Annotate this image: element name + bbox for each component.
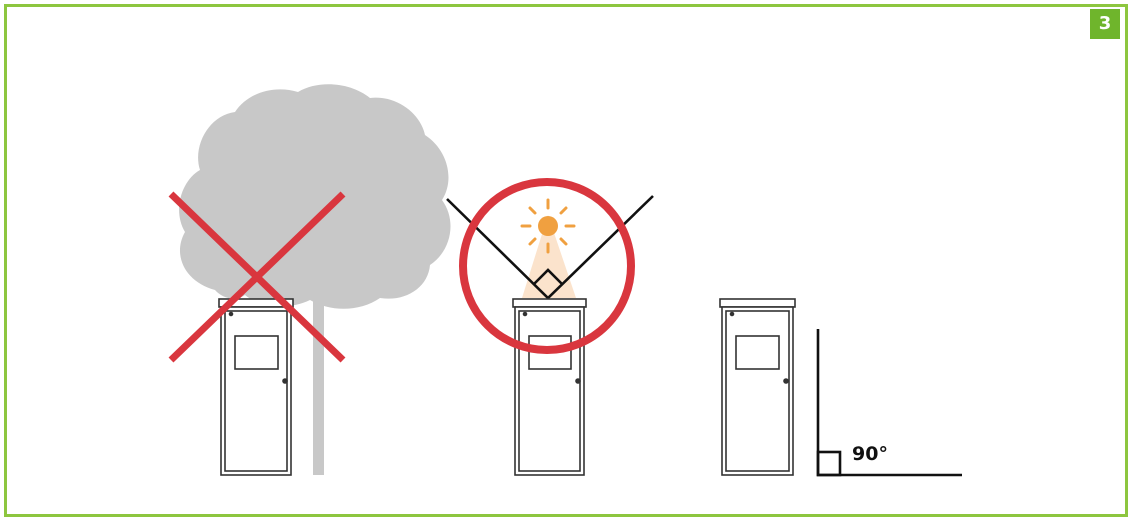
open-sky-angle-lines <box>446 195 654 300</box>
right-angle-icon <box>816 329 962 477</box>
battery-cabinet-icon <box>218 298 294 476</box>
angle-label: 90° <box>852 443 888 465</box>
step-number-badge: 3 <box>1090 9 1120 39</box>
sun-glow <box>522 215 576 298</box>
red-circle-icon <box>459 178 635 354</box>
battery-cabinet-icon <box>512 298 587 476</box>
sun-icon <box>520 198 576 254</box>
battery-cabinet-icon <box>719 298 796 476</box>
red-cross-icon <box>168 191 346 363</box>
tree-icon <box>179 84 451 475</box>
